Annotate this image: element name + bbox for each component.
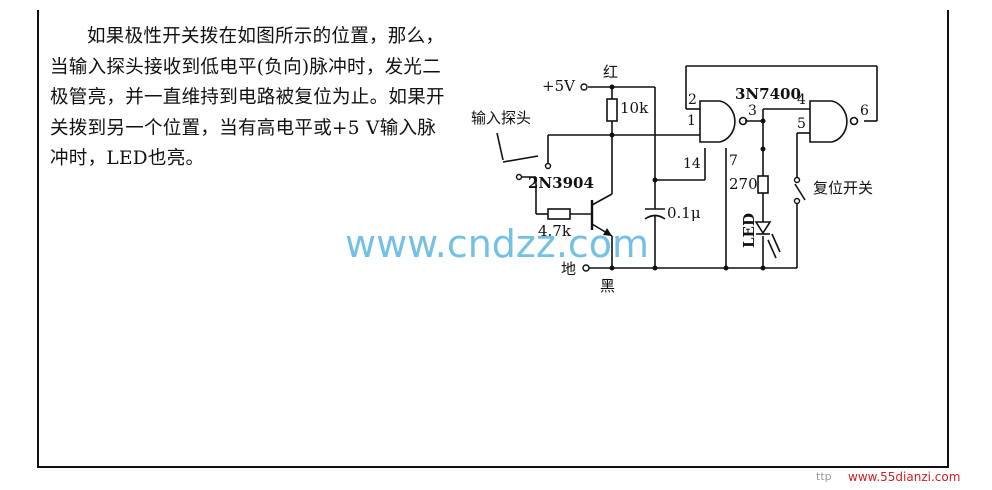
pin-3-label: 3 (748, 103, 757, 119)
transistor-emitter-arrow (603, 228, 612, 236)
ground-label: 地 (561, 260, 576, 278)
probe-switch-contact-b (515, 173, 523, 181)
watermark-left: ttp (816, 470, 832, 483)
resistor-270 (757, 175, 769, 194)
watermark-main: www.cndzz.com (345, 222, 649, 266)
reset-contact-b (793, 197, 801, 205)
figure-frame (37, 10, 949, 468)
transistor-label: 2N3904 (528, 174, 594, 192)
nand-gate-2 (809, 100, 848, 143)
resistor-4-7k (547, 208, 571, 220)
pin-1-label: 1 (687, 113, 696, 129)
pin-14-label: 14 (683, 156, 701, 172)
led-diode (754, 221, 772, 235)
pin-7-label: 7 (729, 153, 738, 169)
red-wire-label: 红 (603, 63, 618, 81)
vcc-terminal (580, 83, 588, 91)
black-wire-label: 黑 (600, 277, 615, 295)
watermark-bottom: www.55dianzi.com (848, 470, 960, 484)
reset-contact-a (793, 176, 801, 184)
resistor-4-7k-label: 4.7k (538, 222, 572, 240)
pin-5-label: 5 (797, 116, 806, 132)
pin-4-label: 4 (797, 92, 806, 108)
resistor-270-label: 270 (729, 175, 758, 193)
capacitor-label: 0.1μ (667, 204, 701, 222)
probe-switch-contact-a (544, 162, 552, 170)
probe-label: 输入探头 (471, 109, 531, 127)
led-label: LED (740, 213, 758, 248)
ground-terminal (582, 264, 590, 272)
reset-switch-label: 复位开关 (813, 179, 873, 197)
resistor-10k (606, 98, 618, 122)
ic-label: 3N7400 (735, 85, 801, 103)
pin-6-label: 6 (860, 103, 869, 119)
nand-gate-1 (699, 100, 736, 143)
vcc-label: +5V (542, 77, 576, 95)
description-text: 如果极性开关拨在如图所示的位置，那么，当输入探头接收到低电平(负向)脉冲时，发光… (50, 26, 445, 169)
pin-2-label: 2 (688, 92, 697, 108)
resistor-10k-label: 10k (620, 99, 649, 117)
